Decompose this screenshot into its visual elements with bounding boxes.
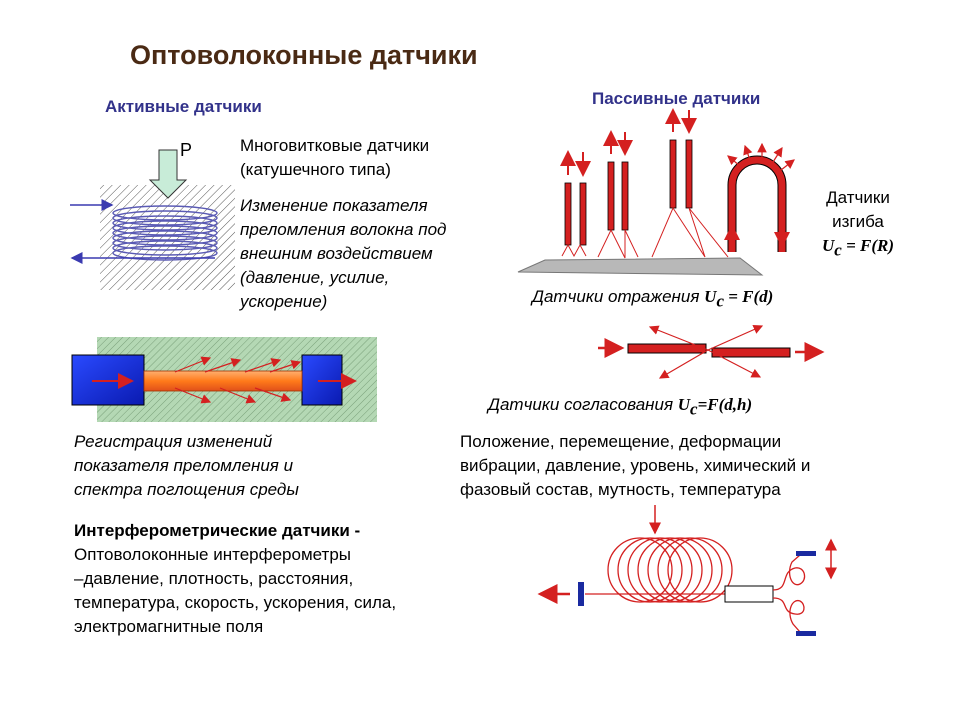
passive-sensors-heading: Пассивные датчики bbox=[592, 89, 761, 108]
matching-sensor-text: Датчики согласования Uc=F(d,h) bbox=[488, 395, 753, 419]
registration-text: Регистрация изменений показателя преломл… bbox=[74, 432, 299, 499]
reflection-sensors-figure bbox=[517, 108, 764, 276]
coil-sensor-text: Многовитковые датчики (катушечного типа) bbox=[240, 136, 430, 179]
active-sensors-heading: Активные датчики bbox=[105, 97, 262, 116]
matching-sensor-figure bbox=[598, 325, 825, 379]
bend-sensor-figure bbox=[724, 142, 795, 252]
coil-sensor-figure bbox=[70, 149, 235, 290]
interferometer-figure bbox=[537, 505, 837, 636]
pressure-label: P bbox=[180, 140, 193, 160]
index-rod-figure bbox=[71, 337, 377, 422]
interferometric-text: Интерферометрические датчики - Оптоволок… bbox=[74, 521, 397, 636]
measured-params-text: Положение, перемещение, деформации вибра… bbox=[460, 432, 811, 499]
page-title: Оптоволоконные датчики bbox=[130, 40, 478, 70]
bend-sensor-text: Датчики изгиба Uc = F(R) bbox=[821, 188, 894, 260]
index-change-text: Изменение показателя преломления волокна… bbox=[240, 196, 447, 311]
reflection-sensor-text: Датчики отражения Uc = F(d) bbox=[532, 287, 774, 311]
